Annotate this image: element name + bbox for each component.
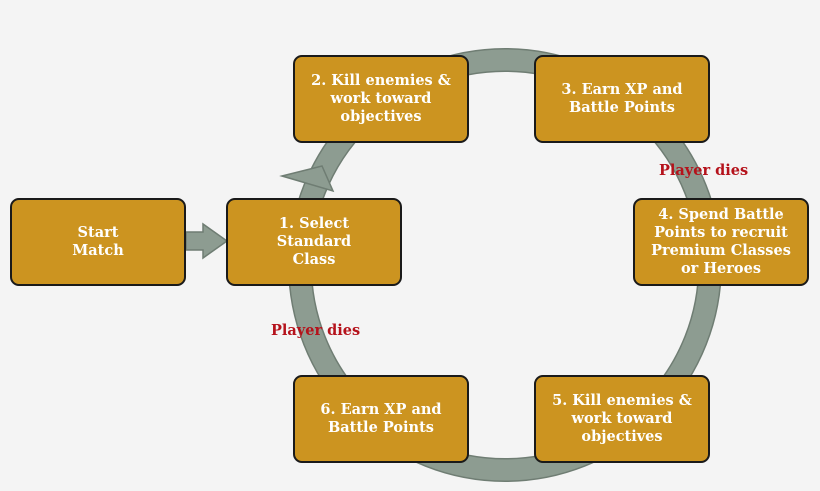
step-2-kill-enemies-box: 2. Kill enemies & work toward objectives — [293, 55, 469, 143]
step-6-earn-xp-box: 6. Earn XP and Battle Points — [293, 375, 469, 463]
start-arrow — [185, 222, 229, 260]
step-1-select-class-box: 1. Select Standard Class — [226, 198, 402, 286]
step-4-spend-points-box: 4. Spend Battle Points to recruit Premiu… — [633, 198, 809, 286]
step-3-earn-xp-box: 3. Earn XP and Battle Points — [534, 55, 710, 143]
start-match-box: Start Match — [10, 198, 186, 286]
player-dies-label-right: Player dies — [659, 162, 749, 179]
step-5-kill-enemies-box: 5. Kill enemies & work toward objectives — [534, 375, 710, 463]
cycle-arrowhead — [279, 165, 335, 193]
player-dies-label-left: Player dies — [271, 322, 361, 339]
